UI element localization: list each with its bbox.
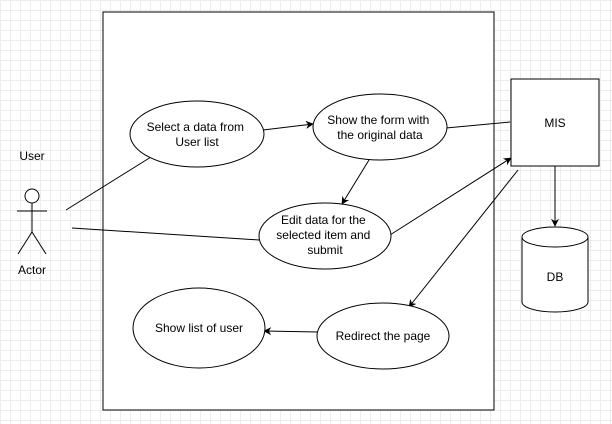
usecase-redirect[interactable]: Redirect the page [316,302,450,370]
usecase-ellipse [258,202,392,270]
connector-actor-to-select [65,156,152,211]
usecase-line: submit [307,243,343,257]
arrow-mis-to-redirect [408,169,519,308]
usecase-ellipse [316,302,450,370]
usecase-text: Select a data from User list [147,120,248,149]
arrow-edit-to-mis [389,157,512,236]
actor-title: User [19,149,44,163]
connector-show-form-to-mis [445,121,511,129]
actor-label: Actor [18,263,46,277]
usecase-ellipse [129,100,265,168]
usecase-line: Edit data for the [281,213,366,227]
db-top [521,226,589,248]
usecase-line: Select a data from [147,120,244,134]
db-label: DB [547,270,564,284]
usecase-line: selected item and [276,228,370,242]
mis-label: MIS [544,116,565,130]
usecase-show-form[interactable]: Show the form with the original data [312,93,448,161]
usecase-text: Show list of user [155,321,243,335]
mis-rect [510,78,600,167]
actor-head [24,188,40,204]
usecase-show-list[interactable]: Show list of user [132,287,266,369]
db-cylinder[interactable]: DB [521,226,589,313]
usecase-line: Redirect the page [336,329,431,343]
usecase-text: Show the form with the original data [327,113,432,142]
arrow-show-form-to-edit [341,159,370,205]
db-body [521,237,589,313]
usecase-edit-data[interactable]: Edit data for the selected item and subm… [258,202,392,270]
mis-box[interactable]: MIS [510,78,600,167]
arrow-select-to-show-form [262,120,314,131]
connector-actor-to-edit [71,227,260,241]
usecase-line: Show the form with [327,113,429,127]
usecase-text: Edit data for the selected item and subm… [276,213,373,257]
usecase-line: Show list of user [155,321,243,335]
actor-user[interactable]: User Actor [17,149,47,277]
usecase-text: Redirect the page [336,329,431,343]
usecase-line: the original data [337,128,423,142]
actor-leg-left [17,231,33,255]
usecase-ellipse [132,287,266,369]
usecase-line: User list [175,135,219,149]
actor-leg-right [31,231,47,255]
arrow-redirect-to-show-list [263,327,319,336]
usecase-ellipse [312,93,448,161]
usecase-select-data[interactable]: Select a data from User list [129,100,265,168]
